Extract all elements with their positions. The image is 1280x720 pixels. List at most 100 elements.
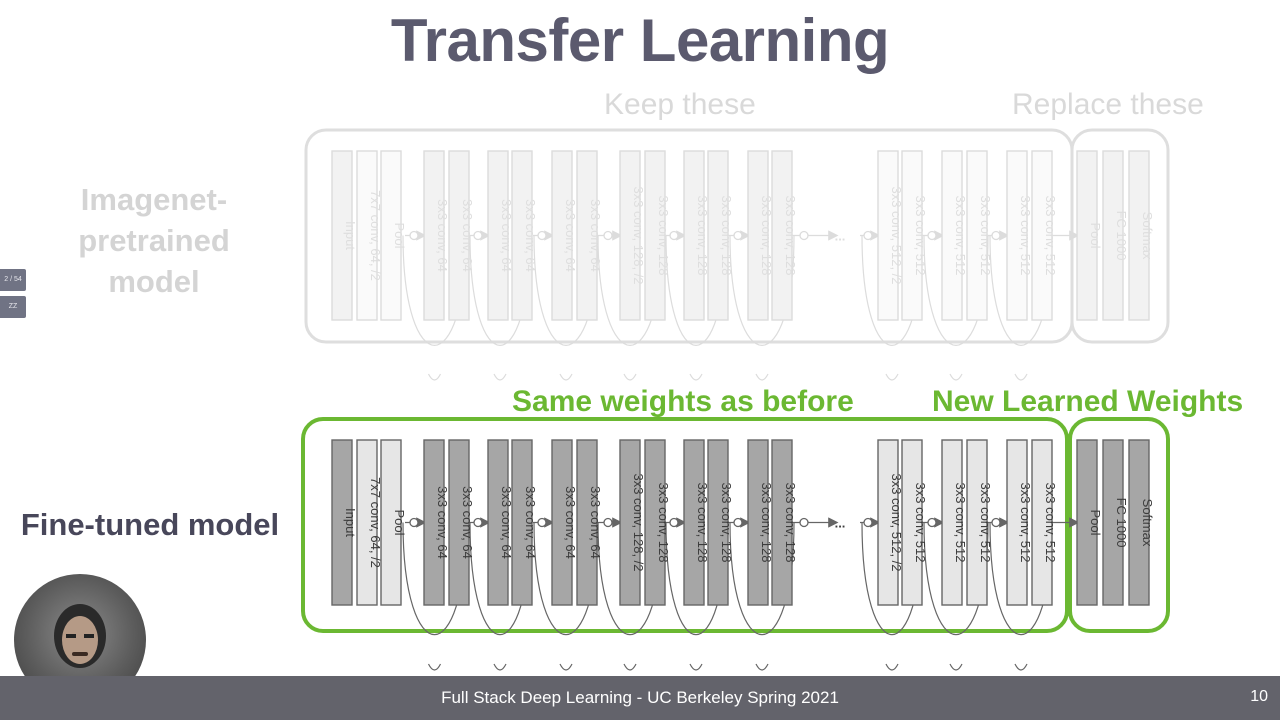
bottom-layer-box bbox=[511, 439, 533, 606]
bottom-layer-box bbox=[1006, 439, 1028, 606]
keep-these-label: Keep these bbox=[604, 88, 756, 121]
bottom-layer-label: Pool bbox=[392, 509, 407, 535]
junction-node bbox=[799, 230, 809, 241]
skip-connection-tip bbox=[623, 663, 637, 671]
top-layer-box bbox=[747, 150, 769, 321]
bottom-layer-box bbox=[1128, 439, 1150, 606]
skip-connection-tip bbox=[1014, 373, 1028, 381]
top-layer-12: 3x3 conv, 128 bbox=[707, 150, 734, 321]
bottom-layer-10: 3x3 conv, 128 bbox=[644, 439, 671, 606]
top-layer-label: Pool bbox=[392, 222, 407, 248]
top-layer-7: 3x3 conv, 64 bbox=[551, 150, 578, 321]
bottom-layer-box bbox=[619, 439, 641, 606]
bottom-layer-13: 3x3 conv, 128 bbox=[747, 439, 774, 606]
footer-text: Full Stack Deep Learning - UC Berkeley S… bbox=[441, 688, 839, 707]
top-layer-label: 3x3 conv, 64 bbox=[499, 199, 514, 272]
top-layer-label: Input bbox=[343, 221, 358, 250]
top-layer-box bbox=[707, 150, 729, 321]
bottom-layer-label: 3x3 conv, 128 bbox=[759, 483, 774, 563]
bottom-layer-3: 3x3 conv, 64 bbox=[423, 439, 450, 606]
bottom-layer-label: Input bbox=[343, 508, 358, 537]
bottom-layer-box bbox=[941, 439, 963, 606]
top-layer-box bbox=[877, 150, 899, 321]
bottom-layer-label: 7x7 conv, 64, /2 bbox=[368, 477, 383, 568]
top-layer-box bbox=[380, 150, 402, 321]
top-layer-label: 3x3 conv, 64 bbox=[460, 199, 475, 272]
bottom-layer-box bbox=[966, 439, 988, 606]
bottom-layer-14: 3x3 conv, 128 bbox=[771, 439, 798, 606]
bottom-layer-9: 3x3 conv, 128, /2 bbox=[619, 439, 646, 606]
junction-node bbox=[991, 517, 1001, 528]
top-layer-16: 3x3 conv, 512 bbox=[901, 150, 928, 321]
bottom-layer-4: 3x3 conv, 64 bbox=[448, 439, 475, 606]
bottom-layer-label: 3x3 conv, 64 bbox=[499, 486, 514, 559]
skip-connection-tip bbox=[689, 373, 703, 381]
top-layer-2: Pool bbox=[380, 150, 407, 321]
slide-tab-zoom[interactable]: ZZ bbox=[0, 296, 26, 318]
junction-node bbox=[409, 517, 419, 528]
skip-connection-tip bbox=[755, 373, 769, 381]
top-layer-box bbox=[487, 150, 509, 321]
bottom-layer-box bbox=[380, 439, 402, 606]
top-layer-box bbox=[551, 150, 573, 321]
top-layer-label: 3x3 conv, 128 bbox=[719, 196, 734, 276]
skip-connection-tip bbox=[493, 373, 507, 381]
bottom-layer-label: 3x3 conv, 512 bbox=[978, 483, 993, 563]
junction-node bbox=[863, 517, 873, 528]
bottom-layer-label: 3x3 conv, 512 bbox=[913, 483, 928, 563]
top-layer-box bbox=[356, 150, 378, 321]
top-layer-19: 3x3 conv, 512 bbox=[1006, 150, 1033, 321]
top-layer-10: 3x3 conv, 128 bbox=[644, 150, 671, 321]
top-layer-3: 3x3 conv, 64 bbox=[423, 150, 450, 321]
top-layer-box bbox=[619, 150, 641, 321]
top-layer-label: 3x3 conv, 128 bbox=[656, 196, 671, 276]
bottom-layer-21: Pool bbox=[1076, 439, 1103, 606]
bottom-layer-box bbox=[356, 439, 378, 606]
top-layer-5: 3x3 conv, 64 bbox=[487, 150, 514, 321]
top-layer-box bbox=[1076, 150, 1098, 321]
bottom-layer-label: 3x3 conv, 512, /2 bbox=[889, 473, 904, 571]
top-layer-label: 3x3 conv, 512 bbox=[1043, 196, 1058, 276]
slide-tab-page[interactable]: 2 / 54 bbox=[0, 269, 26, 291]
top-layer-box bbox=[511, 150, 533, 321]
bottom-layer-5: 3x3 conv, 64 bbox=[487, 439, 514, 606]
top-layer-20: 3x3 conv, 512 bbox=[1031, 150, 1058, 321]
top-layer-box bbox=[771, 150, 793, 321]
fine-tuned-model-label: Fine-tuned model bbox=[20, 507, 280, 542]
top-layer-label: 3x3 conv, 64 bbox=[563, 199, 578, 272]
bottom-layer-20: 3x3 conv, 512 bbox=[1031, 439, 1058, 606]
skip-connection-tip bbox=[559, 373, 573, 381]
bottom-layer-label: 3x3 conv, 64 bbox=[435, 486, 450, 559]
top-layer-box bbox=[683, 150, 705, 321]
bottom-layer-box bbox=[551, 439, 573, 606]
top-layer-box bbox=[1102, 150, 1124, 321]
bottom-layer-box bbox=[771, 439, 793, 606]
top-layer-label: FC 1000 bbox=[1114, 211, 1129, 261]
bottom-layer-18: 3x3 conv, 512 bbox=[966, 439, 993, 606]
bottom-layer-label: 3x3 conv, 512 bbox=[953, 483, 968, 563]
bottom-layer-label: 3x3 conv, 512 bbox=[1018, 483, 1033, 563]
top-layer-23: Softmax bbox=[1128, 150, 1155, 321]
top-layer-21: Pool bbox=[1076, 150, 1103, 321]
bottom-layer-8: 3x3 conv, 64 bbox=[576, 439, 603, 606]
skip-connection-tip bbox=[493, 663, 507, 671]
junction-node bbox=[733, 230, 743, 241]
top-layer-label: 3x3 conv, 64 bbox=[435, 199, 450, 272]
bottom-layer-0: Input bbox=[331, 439, 358, 606]
new-learned-weights-label: New Learned Weights bbox=[932, 385, 1244, 418]
bottom-layer-box bbox=[1076, 439, 1098, 606]
bottom-layer-box bbox=[683, 439, 705, 606]
page-number: 10 bbox=[1250, 688, 1268, 705]
junction-node bbox=[409, 230, 419, 241]
bottom-layer-label: FC 1000 bbox=[1114, 498, 1129, 548]
skip-connection-tip bbox=[1014, 663, 1028, 671]
bottom-layer-label: Softmax bbox=[1140, 499, 1155, 547]
top-layer-box bbox=[644, 150, 666, 321]
junction-node bbox=[473, 230, 483, 241]
top-layer-label: 7x7 conv, 64, /2 bbox=[368, 190, 383, 281]
top-layer-box bbox=[901, 150, 923, 321]
top-layer-label: 3x3 conv, 512, /2 bbox=[889, 186, 904, 284]
same-weights-label: Same weights as before bbox=[512, 385, 854, 418]
